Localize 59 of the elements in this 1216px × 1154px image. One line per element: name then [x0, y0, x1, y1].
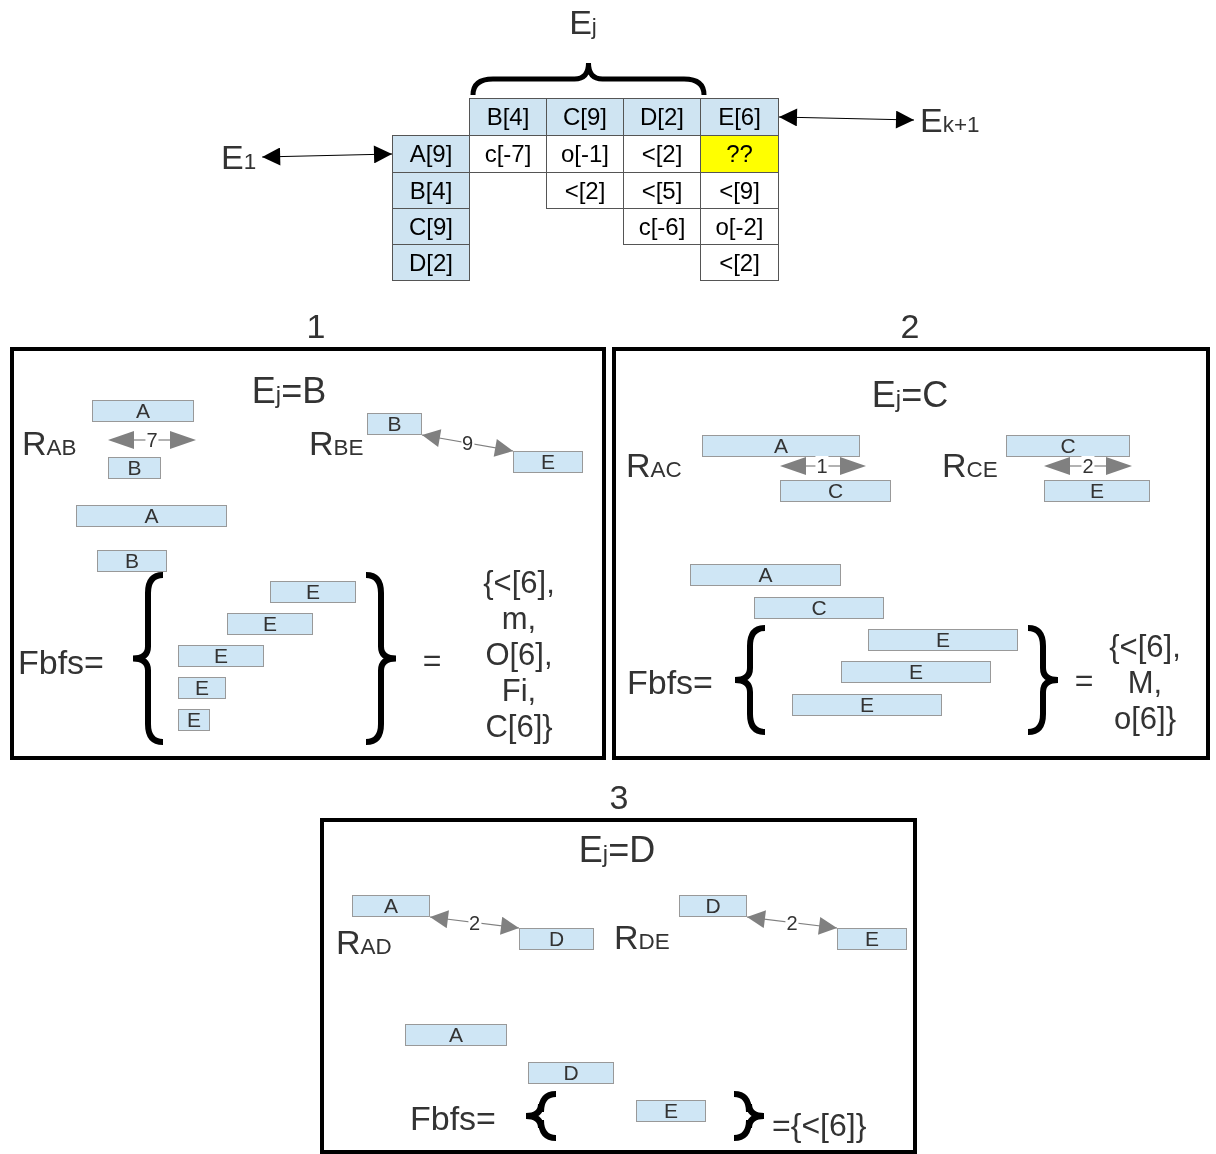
double-arrow: [261, 145, 393, 166]
table-cell: <[2]: [546, 172, 624, 209]
interval-bar: B: [367, 413, 422, 435]
panel-number: 2: [900, 309, 920, 343]
formula-label: Fbfs=: [627, 665, 713, 699]
interval-bar: E: [178, 709, 210, 731]
formula-label: Fbfs=: [410, 1101, 496, 1135]
table-cell: C[9]: [546, 98, 624, 136]
interval-bar: C: [780, 480, 891, 502]
interval-bar: C: [1006, 435, 1130, 457]
interval-bar: E: [1044, 480, 1150, 502]
interval-bar: E: [227, 613, 313, 635]
table-cell: B[4]: [469, 98, 547, 136]
interval-bar: A: [405, 1024, 507, 1046]
table-cell: ??: [700, 135, 779, 173]
result-set: {<[6], M, o[6]}: [1108, 629, 1182, 737]
interval-bar: E: [513, 451, 583, 473]
interval-bar: A: [690, 564, 841, 586]
interval-bar: D: [528, 1062, 614, 1084]
panel-number: 1: [306, 309, 326, 343]
interval-bar: D: [519, 928, 594, 950]
table-cell: B[4]: [392, 172, 470, 209]
interval-bar: B: [108, 457, 161, 479]
table-cell: c[-6]: [623, 208, 701, 245]
double-arrow: [429, 910, 520, 935]
formula-label: Fbfs=: [18, 645, 104, 679]
table-cell: C[9]: [392, 208, 470, 245]
result-set: ={<[6]}: [772, 1109, 867, 1141]
interval-bar: E: [837, 928, 907, 950]
double-arrow: [746, 910, 838, 935]
interval-bar: E: [636, 1100, 706, 1122]
panel-number: 3: [609, 780, 629, 814]
double-arrow: [421, 429, 514, 457]
distance-value: 2: [1081, 456, 1095, 476]
interval-bar: E: [841, 661, 991, 683]
interval-bar: E: [270, 581, 356, 603]
interval-bar: A: [352, 895, 430, 917]
result-set: {<[6], m, O[6], Fi, C[6]}: [482, 565, 556, 745]
interval-bar: A: [92, 400, 194, 422]
table-cell: <[2]: [700, 244, 779, 281]
interval-bar: C: [754, 597, 884, 619]
table-cell: D[2]: [392, 244, 470, 281]
interval-bar: E: [868, 629, 1018, 651]
interval-bar: A: [702, 435, 860, 457]
table-cell: E[6]: [700, 98, 779, 136]
distance-value: 7: [145, 430, 159, 450]
interval-bar: E: [178, 677, 226, 699]
interval-bar: D: [679, 895, 747, 917]
interval-bar: B: [97, 550, 167, 572]
table-cell: D[2]: [623, 98, 701, 136]
interval-bar: E: [792, 694, 942, 716]
edge-label: 9: [460, 433, 475, 453]
distance-value: 1: [815, 456, 829, 476]
interval-bar: E: [178, 645, 264, 667]
equals-sign: =: [422, 644, 442, 676]
interval-bar: A: [76, 505, 227, 527]
double-arrow: [778, 108, 915, 129]
equals-sign: =: [1074, 664, 1094, 696]
table-cell: A[9]: [392, 135, 470, 173]
